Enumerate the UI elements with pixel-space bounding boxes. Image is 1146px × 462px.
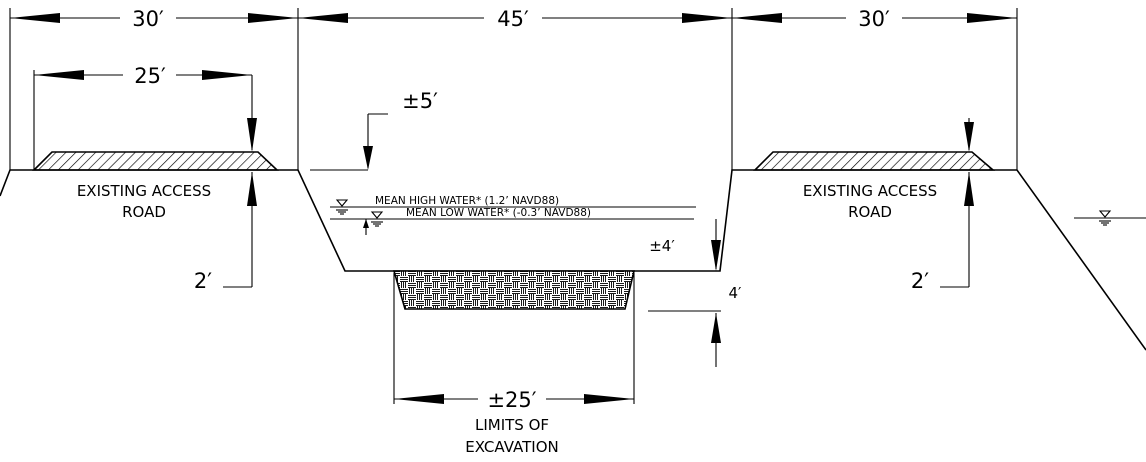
dimension-left-2ft: 2′ [194,172,257,293]
dimension-right-height-label: 2′ [911,269,929,293]
dimension-right-30ft: 30′ [732,7,1017,31]
dimension-water-depth-4ft: ±4′ [649,219,721,271]
left-access-road: EXISTING ACCESS ROAD [32,151,280,221]
excavation-width-label: ±25′ [487,388,536,412]
right-road-label-line2: ROAD [848,203,892,221]
dimension-left-road-label: 25′ [134,64,166,88]
dimension-center-label: 45′ [497,7,529,31]
dimension-left-height-label: 2′ [194,269,212,293]
dimension-center-45ft: 45′ [298,7,732,31]
water-level-triangle-icon [335,199,349,215]
left-road-label-line2: ROAD [122,203,166,221]
excavation-area [392,270,636,310]
dimension-right-2ft: 2′ [911,172,974,293]
dimension-excavation-width-25ft: ±25′ LIMITS OF EXCAVATION [393,273,635,456]
dimension-left-label: 30′ [132,7,164,31]
water-level-triangle-icon [370,211,384,227]
dimension-excavation-depth-4ft: 4′ [648,284,742,367]
right-road-label-line1: EXISTING ACCESS [803,182,937,200]
dimension-left-road-25ft: 25′ [33,64,257,170]
dimension-right-label: 30′ [858,7,890,31]
water-levels: MEAN HIGH WATER* (1.2’ NAVD88) MEAN LOW … [330,195,696,235]
dimension-left-30ft: 30′ [10,7,298,31]
mean-low-water-label: MEAN LOW WATER* (-0.3’ NAVD88) [406,207,591,219]
excavation-depth-label: 4′ [729,284,743,302]
left-road-label-line1: EXISTING ACCESS [77,182,211,200]
section-boundary-lines [9,8,1018,170]
water-depth-label: ±4′ [649,237,675,255]
mean-high-water-label: MEAN HIGH WATER* (1.2’ NAVD88) [375,195,559,207]
limits-label-line1: LIMITS OF [475,416,549,434]
right-access-road: EXISTING ACCESS ROAD [753,118,996,221]
limits-label-line2: EXCAVATION [465,438,558,456]
water-level-triangle-icon [1074,210,1146,226]
bank-offset-label: ±5′ [402,89,438,113]
dimension-bank-offset-5ft: ±5′ [310,89,438,171]
